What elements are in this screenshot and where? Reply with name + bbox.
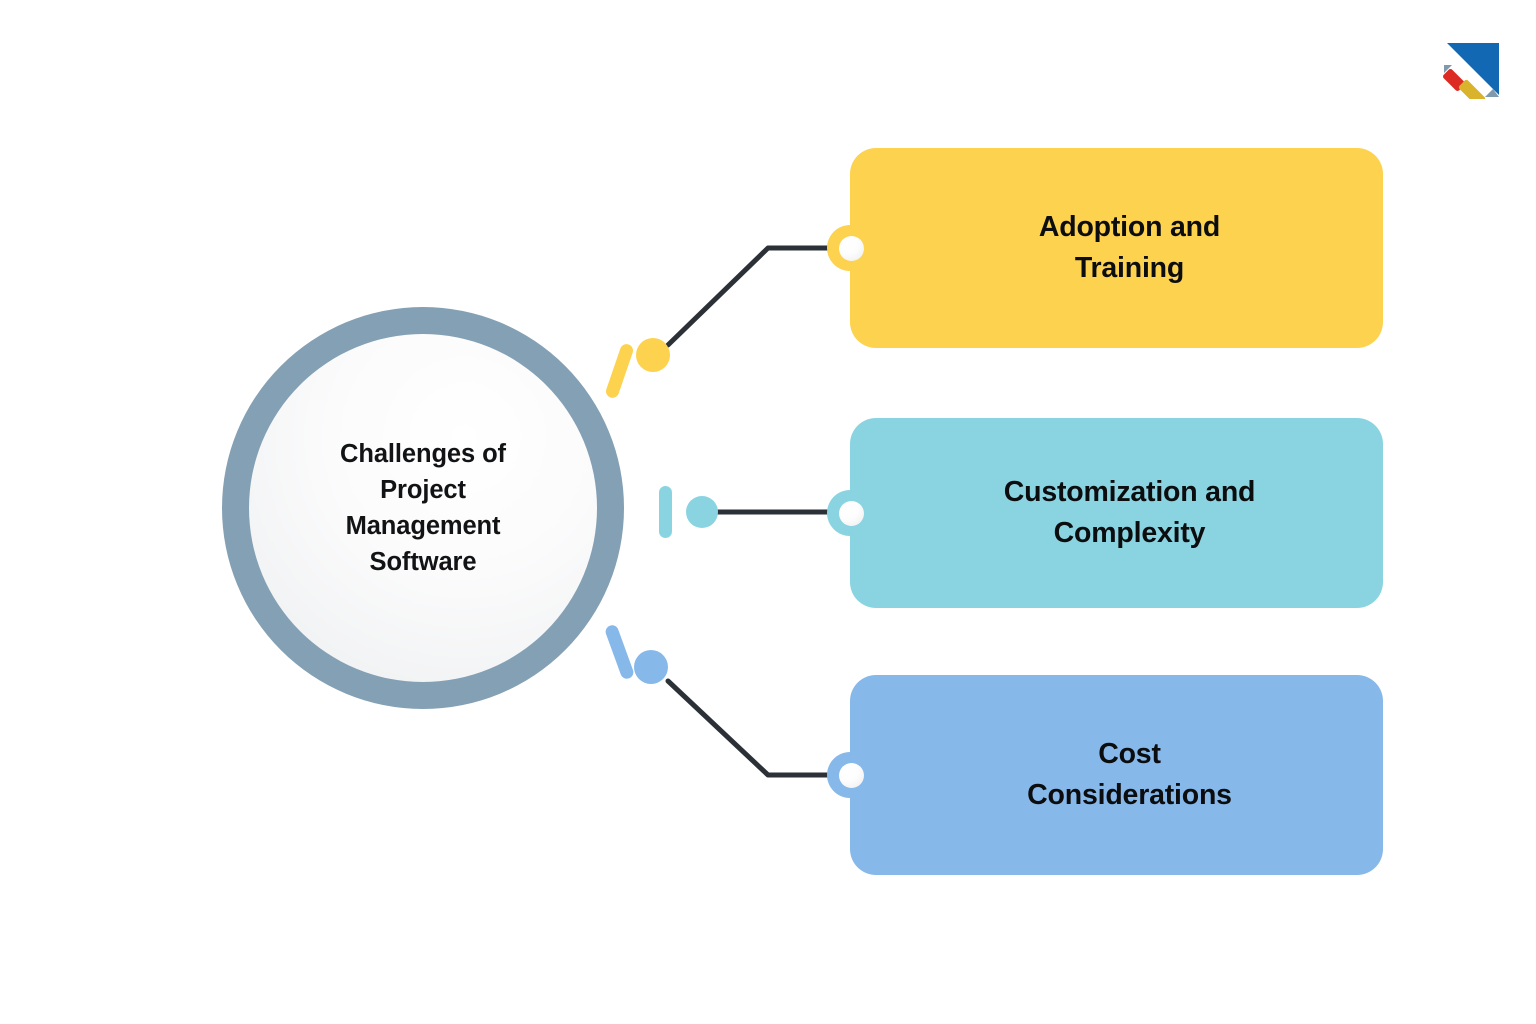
branch-card-label-adoption-and-training: Adoption and Training — [1038, 210, 1221, 284]
connector-line-top — [665, 245, 848, 348]
branch-card-tab-hole-top — [839, 235, 864, 261]
accent-slash-bottom — [603, 623, 636, 681]
branch-card-tab-hole-middle — [839, 500, 864, 526]
accent-slash-middle — [659, 486, 672, 538]
central-hub: Challenges of Project Management Softwar… — [222, 307, 624, 709]
brand-logo-icon — [1443, 43, 1499, 107]
central-hub-title: Challenges of Project Management Softwar… — [340, 439, 506, 577]
accent-slash-top — [604, 342, 635, 400]
branch-card-tab-top — [827, 225, 873, 271]
branch-card-tab-hole-bottom — [839, 762, 864, 788]
branch-origin-dot-middle — [686, 496, 718, 528]
branch-card-tab-bottom — [827, 752, 873, 798]
branch-origin-dot-top — [636, 338, 670, 372]
branch-origin-dot-bottom — [634, 650, 668, 684]
branch-card-tab-middle — [827, 490, 873, 536]
connector-line-bottom — [665, 678, 848, 778]
central-hub-inner: Challenges of Project Management Softwar… — [249, 334, 597, 682]
brand-logo — [1443, 41, 1501, 107]
branch-card-label-cost-considerations: Cost Considerations — [1027, 737, 1232, 811]
branch-card-label-customization-and-complexity: Customization and Complexity — [1003, 475, 1256, 549]
branch-card-customization-and-complexity[interactable]: Customization and Complexity — [827, 418, 1383, 608]
branch-card-cost-considerations[interactable]: Cost Considerations — [827, 675, 1383, 875]
branch-card-adoption-and-training[interactable]: Adoption and Training — [827, 148, 1383, 348]
